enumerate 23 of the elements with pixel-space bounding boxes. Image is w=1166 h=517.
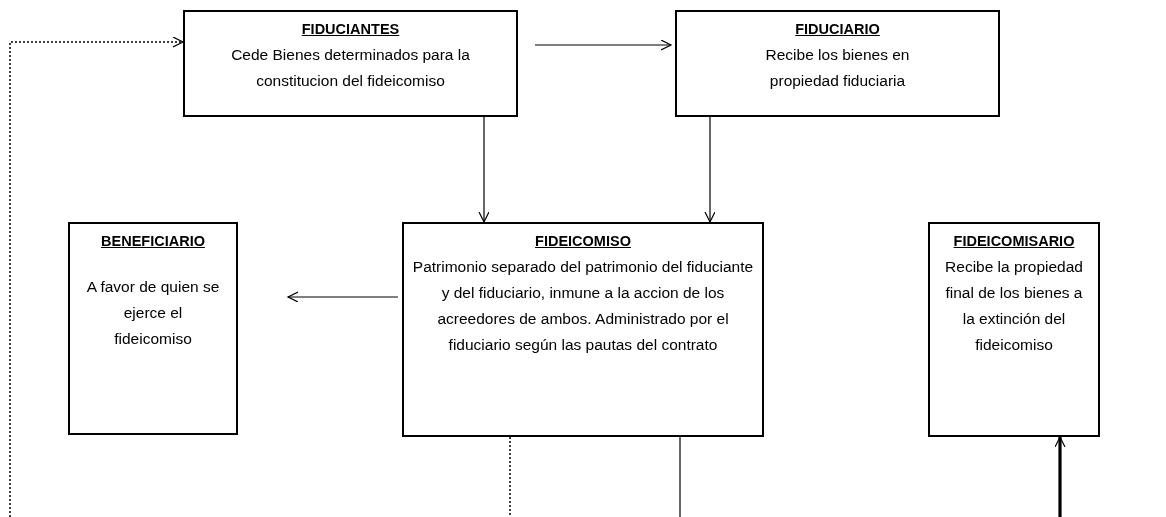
- connector-line: [679, 436, 681, 517]
- box-description: Cede Bienes determinados para la constitucion del fideicomiso: [230, 45, 471, 91]
- arrow: [1054, 436, 1066, 517]
- arrow: [287, 291, 399, 303]
- box-heading: FIDUCIARIO: [795, 20, 880, 39]
- arrow: [704, 116, 716, 223]
- box-description: Patrimonio separado del patrimonio del fiduciante y del fiduciario, inmune a la accion de los acreedores de ambos. Administrado por el fiduciario según las pautas del contrato: [412, 257, 754, 355]
- process-box: [68, 222, 238, 435]
- box-heading: FIDUCIANTES: [301, 20, 400, 39]
- box-heading: FIDEICOMISARIO: [953, 232, 1075, 251]
- arrow: [534, 39, 672, 51]
- process-box: [402, 222, 764, 437]
- connector-line: [509, 436, 511, 517]
- box-heading: BENEFICIARIO: [101, 232, 205, 251]
- process-box: [928, 222, 1100, 437]
- box-description: A favor de quien se ejerce el fideicomiso: [85, 277, 221, 349]
- box-heading: FIDEICOMISO: [535, 232, 631, 251]
- box-description: Recibe los bienes en propiedad fiduciaria: [764, 45, 911, 91]
- process-box: [183, 10, 518, 117]
- arrow: [478, 116, 490, 223]
- box-description: Recibe la propiedad final de los bienes a la extinción del fideicomiso: [944, 257, 1084, 355]
- arrow: [9, 36, 184, 517]
- process-box: [675, 10, 1000, 117]
